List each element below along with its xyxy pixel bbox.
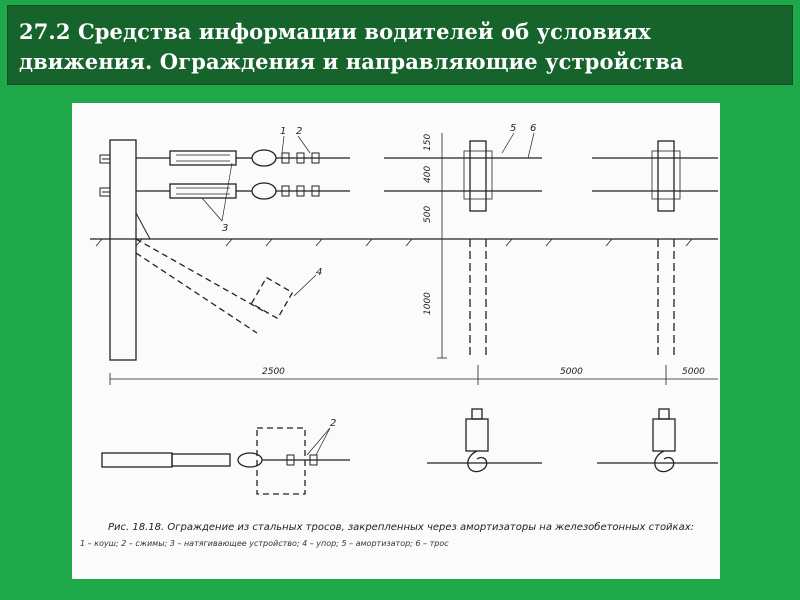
- shock-absorber-1: [463, 150, 493, 200]
- dim-500: 500: [423, 206, 433, 223]
- plan-tensioner: [171, 453, 231, 467]
- tensioner-lower: [136, 183, 237, 199]
- dim-1000: 1000: [423, 292, 433, 315]
- strut-line: [135, 238, 268, 314]
- label-5: 5: [510, 123, 516, 134]
- label-2: 2: [296, 126, 302, 137]
- strut-line-top: [135, 212, 151, 240]
- dim-span-2500: 2500: [262, 367, 285, 377]
- caption-main: Рис. 18.18. Ограждение из стальных тросо…: [108, 522, 695, 533]
- label-6: 6: [530, 123, 536, 134]
- leader-lines: [201, 132, 535, 456]
- technical-drawing: 1 2 3 4 5 6 2 150 400 500 1000 2500 5000…: [72, 103, 720, 579]
- slide-title: 27.2 Средства информации водителей об ус…: [19, 17, 789, 77]
- plan-thimble: [237, 452, 263, 468]
- dim-400: 400: [423, 166, 433, 183]
- caption-legend: 1 – коуш; 2 – сжимы; 3 – натягивающее ус…: [80, 539, 449, 548]
- span-dimension: [109, 365, 718, 385]
- thimble-upper: [251, 149, 277, 167]
- title-line-2: движения. Ограждения и направляющие устр…: [19, 49, 684, 74]
- plan-anchor: [101, 452, 173, 468]
- label-4: 4: [316, 267, 322, 278]
- title-line-1: 27.2 Средства информации водителей об ус…: [19, 19, 651, 44]
- label-1: 1: [280, 126, 286, 137]
- title-box: 27.2 Средства информации водителей об ус…: [7, 5, 793, 85]
- dim-150: 150: [423, 134, 433, 151]
- plan-absorber-1: [465, 418, 489, 452]
- label-2-plan: 2: [330, 418, 336, 429]
- anchor-post: [109, 139, 137, 361]
- tensioner-upper: [136, 150, 237, 166]
- label-3: 3: [222, 223, 228, 234]
- dim-span-5000-b: 5000: [682, 367, 705, 377]
- post-2: [657, 140, 675, 212]
- dim-span-5000-a: 5000: [560, 367, 583, 377]
- strut-line-2: [135, 252, 258, 334]
- ground-hatch: [95, 238, 693, 247]
- stop-block: [250, 276, 294, 320]
- shock-absorber-2: [651, 150, 681, 200]
- thimble-lower: [251, 182, 277, 200]
- cable-clamps: [281, 152, 320, 197]
- plan-view: [101, 408, 718, 495]
- drawing-svg: 1 2 3 4 5 6 2 150 400 500 1000 2500 5000…: [90, 123, 718, 495]
- height-dimension: [437, 133, 447, 359]
- plan-hook-2: [654, 450, 675, 473]
- anchor-bolts: [99, 154, 111, 197]
- figure-caption: Рис. 18.18. Ограждение из стальных тросо…: [80, 521, 716, 549]
- plan-hook-1: [467, 450, 488, 473]
- post-1: [469, 140, 487, 212]
- plan-absorber-2: [652, 418, 676, 452]
- plan-stop: [256, 427, 306, 495]
